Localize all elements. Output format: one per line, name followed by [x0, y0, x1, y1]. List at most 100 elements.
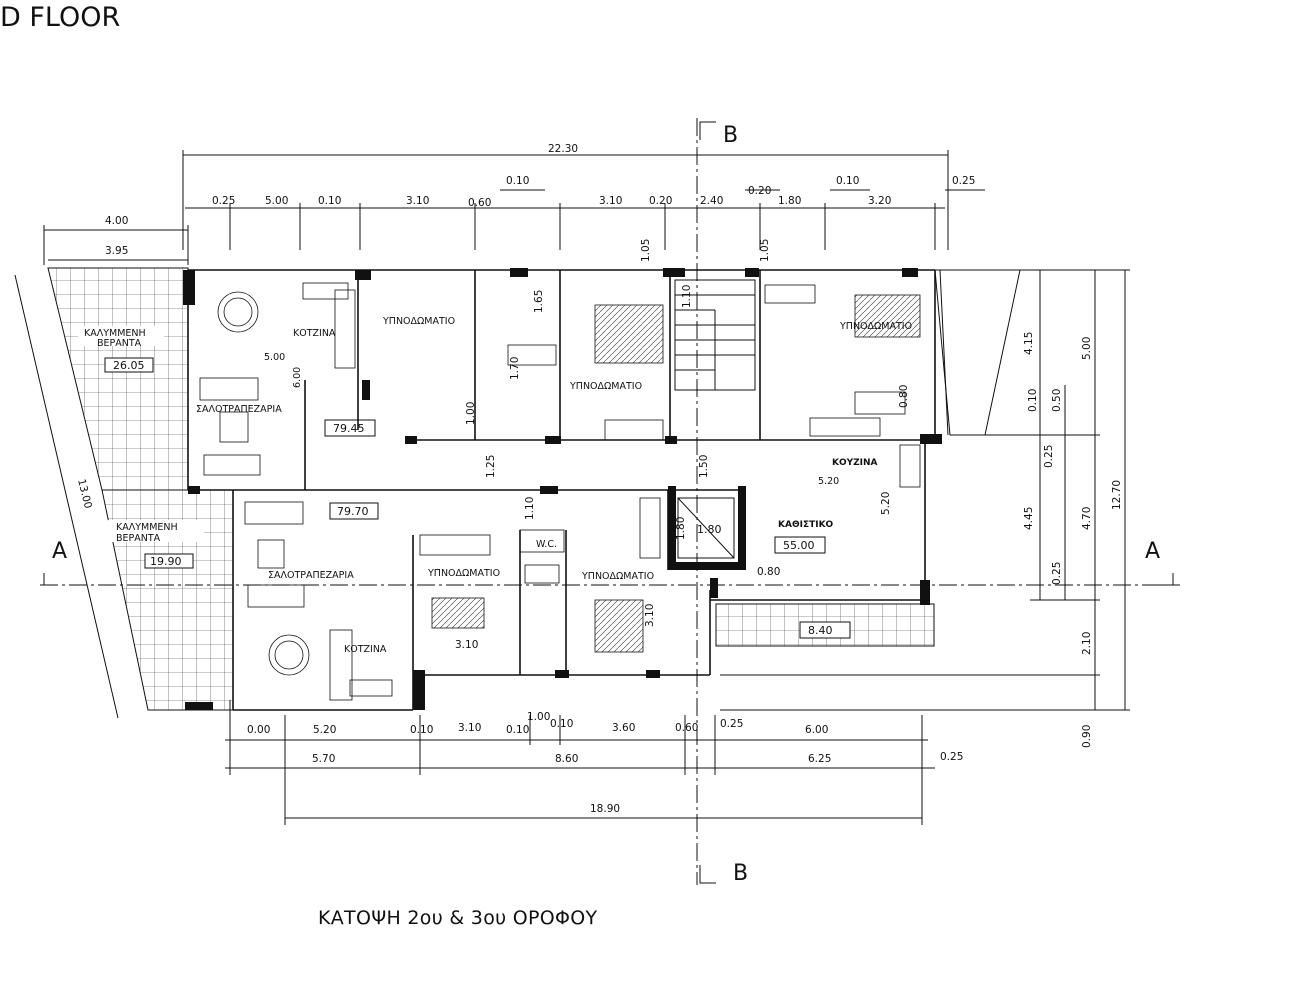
dim-right-11: 0.90: [1081, 725, 1093, 748]
bedroom-1-label: ΥΠΝΟΔΩΜΑΤΙΟ: [382, 316, 455, 327]
balcony-bottom-right: [715, 603, 935, 647]
section-line-b: B B: [696, 118, 748, 886]
dim-bottom-10: 0.25: [720, 718, 743, 730]
living-top-left-label: ΣΑΛΟΤΡΑΠΕΖΑΡΙΑ: [196, 404, 282, 415]
kitchen-top-left-dim: 5.00: [264, 352, 285, 363]
inner-dim-3: 1.50: [698, 455, 710, 478]
plan-caption: ΚΑΤΟΨΗ 2ου & 3ου ΟΡΟΦΟΥ: [318, 907, 598, 929]
dim-overall-width: 22.30: [548, 143, 578, 155]
veranda-bottom-label-1: ΚΑΛΥΜΜΕΝΗ: [116, 522, 178, 533]
dim-bottom-1: 0.00: [247, 724, 270, 736]
dim-left-2: 3.95: [105, 245, 128, 257]
left-dimension-lines: [14, 225, 189, 719]
apt-bottom-left-area: 79.70: [337, 505, 369, 518]
dim-top-1: 0.25: [212, 195, 235, 207]
section-a-right-label: A: [1145, 539, 1160, 564]
veranda-bottom-label-2: ΒΕΡΑΝΤΑ: [116, 533, 161, 544]
dim-bottom-3: 0.10: [410, 724, 433, 736]
dim-right-9: 0.25: [1051, 562, 1063, 585]
lift-dim: 1.80: [697, 523, 722, 536]
section-a-left-label: A: [52, 539, 67, 564]
dim-bottom-row2-1: 5.70: [312, 753, 335, 765]
dim-left-diagonal: 13.00: [75, 478, 94, 510]
dim-right-5: 0.25: [1043, 445, 1055, 468]
bedroom-4-label: ΥΠΝΟΔΩΜΑΤΙΟ: [427, 568, 500, 579]
veranda-bottom-area: 19.90: [150, 555, 182, 568]
dim-bottom-11: 6.00: [805, 724, 828, 736]
balcony-area: 8.40: [808, 624, 833, 637]
inner-dim-10: 1.70: [509, 357, 521, 380]
dim-top-4: 3.10: [406, 195, 429, 207]
inner-dim-13: 1.05: [640, 239, 652, 262]
inner-dim-15: 0.80: [898, 385, 910, 408]
inner-dim-6: 0.80: [757, 566, 780, 578]
dim-bottom-7: 0.10: [550, 718, 573, 730]
bottom-dimension-lines: [225, 700, 935, 825]
dim-top-5: 0.60: [468, 197, 491, 209]
lift-shaft: [677, 497, 735, 559]
dim-right-8: 4.70: [1081, 507, 1093, 530]
dim-bottom-row2-4: 0.25: [940, 751, 963, 763]
kitchen-right-label: ΚΟΥΖΙΝΑ: [832, 458, 878, 468]
dim-top-8: 2.40: [700, 195, 723, 207]
inner-dim-4: 1.10: [524, 497, 536, 520]
section-b-bottom-label: B: [733, 861, 748, 886]
dim-top-6: 3.10: [599, 195, 622, 207]
bedroom-2-label: ΥΠΝΟΔΩΜΑΤΙΟ: [569, 381, 642, 392]
inner-dim-9: 3.10: [644, 604, 656, 627]
dim-top-upper-2: 0.20: [748, 185, 771, 197]
veranda-top-area: 26.05: [113, 359, 145, 372]
living-right-area-box: [774, 536, 826, 554]
inner-dim-5: 1.80: [675, 517, 687, 540]
veranda-top-label-1: ΚΑΛΥΜΜΕΝΗ: [84, 328, 146, 339]
stairwell: [674, 279, 756, 391]
dim-right-6: 12.70: [1111, 480, 1123, 510]
inner-dim-11: 1.65: [533, 290, 545, 313]
right-dimension-lines: [720, 269, 1130, 711]
dim-right-10: 2.10: [1081, 632, 1093, 655]
living-right-label: ΚΑΘΙΣΤΙΚΟ: [778, 520, 834, 530]
dim-bottom-row2-3: 6.25: [808, 753, 831, 765]
dim-bottom-4: 3.10: [458, 722, 481, 734]
building-walls: [187, 269, 936, 711]
dim-left-1: 4.00: [105, 215, 128, 227]
columns: [183, 268, 942, 710]
dim-right-4: 0.50: [1051, 389, 1063, 412]
dim-bottom-2: 5.20: [313, 724, 336, 736]
dim-bottom-row2-2: 8.60: [555, 753, 578, 765]
dim-top-7: 0.20: [649, 195, 672, 207]
apt-top-left-area-box: [324, 419, 376, 437]
kitchen-right-dim: 5.20: [818, 476, 839, 487]
kitchen-bottom-left-label: ΚΟΤΖΙΝΑ: [344, 644, 387, 655]
furniture: [199, 282, 921, 701]
inner-dim-1: 1.00: [465, 402, 477, 425]
right-balcony: [934, 269, 1021, 436]
inner-dim-7: 5.20: [880, 492, 892, 515]
living-right-area: 55.00: [783, 539, 815, 552]
living-top-left-dim: 6.00: [292, 367, 303, 388]
dim-top-3: 0.10: [318, 195, 341, 207]
dim-top-10: 3.20: [868, 195, 891, 207]
dim-bottom-6: 1.00: [527, 711, 550, 723]
dim-right-1: 4.15: [1023, 332, 1035, 355]
dim-bottom-9: 0.60: [675, 722, 698, 734]
floor-title: D FLOOR: [0, 2, 121, 33]
inner-dim-12: 1.10: [681, 285, 693, 308]
bedroom-3-label: ΥΠΝΟΔΩΜΑΤΙΟ: [839, 321, 912, 332]
dim-right-2: 5.00: [1081, 337, 1093, 360]
dim-top-upper-1: 0.10: [506, 175, 529, 187]
inner-dim-2: 1.25: [485, 455, 497, 478]
veranda-top-label-2: ΒΕΡΑΝΤΑ: [97, 338, 142, 349]
kitchen-top-left-label: ΚΟΤΖΙΝΑ: [293, 328, 336, 339]
dim-top-9: 1.80: [778, 195, 801, 207]
apt-bottom-left-area-box: [329, 502, 379, 520]
dim-right-3: 0.10: [1027, 389, 1039, 412]
dim-right-7: 4.45: [1023, 507, 1035, 530]
inner-dim-8: 3.10: [455, 639, 478, 651]
top-dimension-lines: [182, 150, 985, 250]
dim-bottom-overall: 18.90: [590, 803, 620, 815]
dim-top-upper-4: 0.25: [952, 175, 975, 187]
apt-top-left-area: 79.45: [333, 422, 365, 435]
veranda-top: [47, 267, 189, 491]
